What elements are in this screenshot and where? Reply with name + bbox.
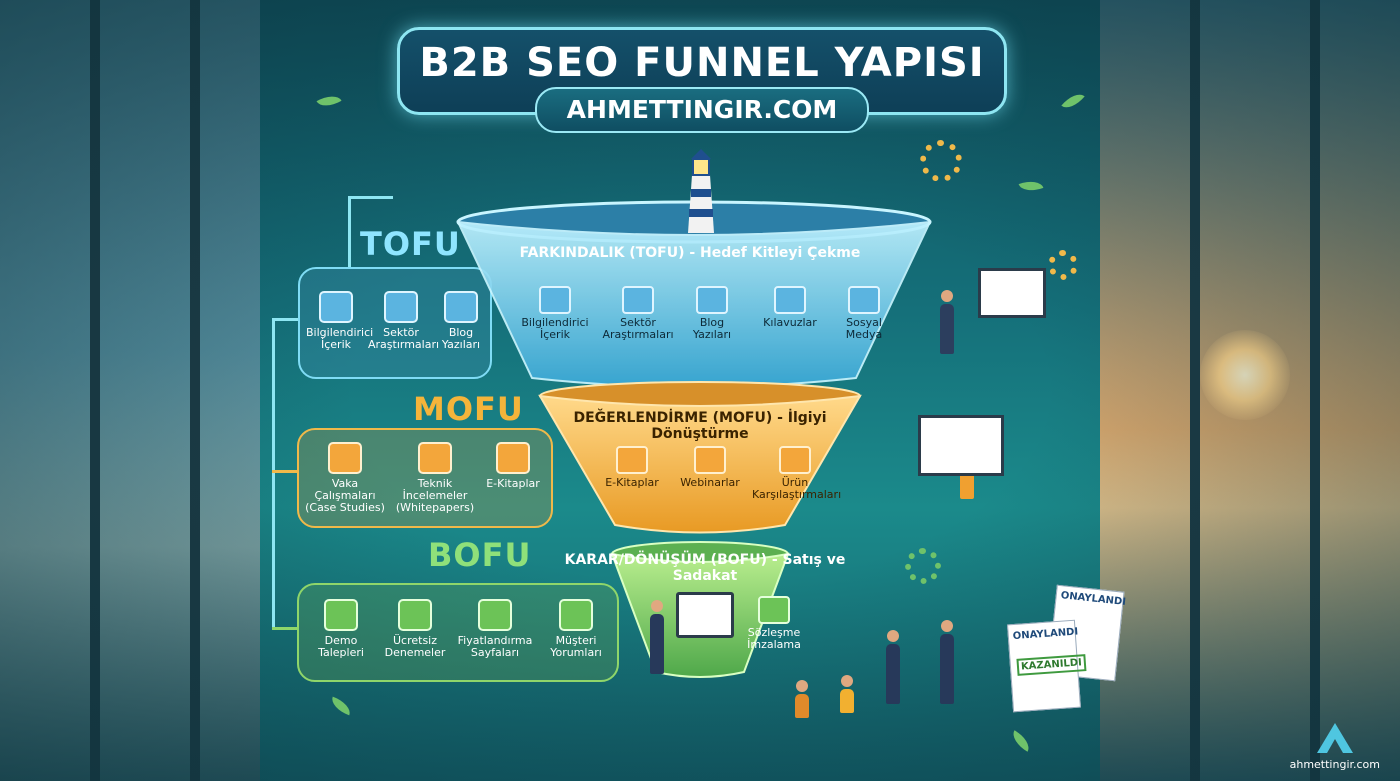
bofu-side-item: Demo Talepleri bbox=[309, 599, 373, 659]
tofu-heading: FARKINDALIK (TOFU) - Hedef Kitleyi Çekme bbox=[519, 245, 861, 261]
gear-search-icon bbox=[384, 291, 418, 323]
item-label: Bilgilendirici İçerik bbox=[306, 326, 374, 351]
item-label: Ücretsiz Denemeler bbox=[384, 634, 446, 659]
team-member-figure bbox=[795, 680, 809, 718]
brand-text: ahmettingir.com bbox=[1289, 758, 1380, 771]
connector-line bbox=[272, 318, 298, 321]
mofu-side-item: E-Kitaplar bbox=[483, 442, 543, 490]
whitepaper-icon bbox=[418, 442, 452, 474]
item-label: Blog Yazıları bbox=[441, 326, 481, 351]
pencil-paper-icon bbox=[696, 286, 728, 314]
bofu-side-item: Ücretsiz Denemeler bbox=[383, 599, 447, 659]
site-subtitle: AHMETTINGIR.COM bbox=[535, 87, 869, 133]
browser-icon bbox=[319, 291, 353, 323]
gear-icon bbox=[920, 140, 962, 182]
bofu-side-item: Müşteri Yorumları bbox=[541, 599, 611, 659]
title-panel: B2B SEO FUNNEL YAPISI bbox=[397, 27, 1007, 115]
presentation-board bbox=[676, 592, 734, 638]
pricing-list-icon bbox=[478, 599, 512, 631]
bofu-side-panel: Demo Talepleri Ücretsiz Denemeler Fiyatl… bbox=[297, 583, 619, 682]
video-screen-icon bbox=[694, 446, 726, 474]
item-label: Sektör Araştırmaları bbox=[602, 316, 674, 341]
approved-stamp: ONAYLANDI bbox=[1060, 590, 1127, 608]
bofu-side-item: Fiyatlandırma Sayfaları bbox=[455, 599, 535, 659]
item-label: Sektör Araştırmaları bbox=[368, 326, 440, 351]
connector-line bbox=[272, 627, 298, 630]
item-label: Teknik İncelemeler (Whitepapers) bbox=[395, 477, 475, 514]
presenter-figure bbox=[940, 290, 954, 354]
mofu-funnel-item: Ürün Karşılaştırmaları bbox=[752, 446, 842, 501]
magnifier-icon bbox=[622, 286, 654, 314]
item-label: Webinarlar bbox=[680, 476, 740, 489]
mofu-side-item: Vaka Çalışmaları (Case Studies) bbox=[303, 442, 387, 514]
connector-line bbox=[348, 197, 351, 267]
connector-line bbox=[348, 196, 393, 199]
presenter-figure bbox=[650, 600, 664, 674]
item-label: Ürün Karşılaştırmaları bbox=[752, 476, 842, 501]
brand-logo-icon bbox=[1316, 723, 1353, 753]
contract-sign-icon bbox=[758, 596, 790, 624]
connector-line bbox=[272, 318, 275, 628]
book-icon bbox=[539, 286, 571, 314]
handshake-figure bbox=[886, 630, 900, 704]
item-label: Blog Yazıları bbox=[692, 316, 732, 341]
item-label: Bilgilendirici İçerik bbox=[521, 316, 589, 341]
item-label: Demo Talepleri bbox=[318, 634, 364, 659]
mofu-side-item: Teknik İncelemeler (Whitepapers) bbox=[393, 442, 477, 514]
approved-document: ONAYLANDI KAZANILDI bbox=[1007, 619, 1087, 713]
tofu-funnel-item: Bilgilendirici İçerik bbox=[520, 286, 590, 341]
tofu-side-panel: Bilgilendirici İçerik Sektör Araştırmala… bbox=[298, 267, 492, 379]
connector-line bbox=[272, 470, 298, 473]
ebook-icon bbox=[496, 442, 530, 474]
tofu-side-item: Bilgilendirici İçerik bbox=[306, 291, 373, 351]
item-label: E-Kitaplar bbox=[605, 476, 659, 489]
chat-bubbles-icon bbox=[559, 599, 593, 631]
item-label: Fiyatlandırma Sayfaları bbox=[457, 634, 533, 659]
mofu-label: MOFU bbox=[413, 390, 524, 428]
tofu-funnel-item: Sosyal Medya bbox=[836, 286, 892, 341]
handshake-figure bbox=[940, 620, 954, 704]
tofu-label: TOFU bbox=[360, 225, 461, 263]
mofu-side-panel: Vaka Çalışmaları (Case Studies) Teknik İ… bbox=[297, 428, 553, 528]
bofu-label: BOFU bbox=[428, 536, 532, 574]
trend-chart-icon bbox=[779, 446, 811, 474]
share-icon bbox=[848, 286, 880, 314]
checkmark-badge-icon bbox=[398, 599, 432, 631]
tofu-funnel-item: Kılavuzlar bbox=[760, 286, 820, 329]
brand-watermark: ahmettingir.com bbox=[1290, 721, 1380, 771]
gear-icon bbox=[1048, 250, 1078, 280]
approved-stamp: ONAYLANDI bbox=[1012, 626, 1079, 643]
item-label: Sosyal Medya bbox=[845, 316, 883, 341]
team-member-figure bbox=[840, 675, 854, 713]
tofu-side-item: Sektör Araştırmaları bbox=[368, 291, 439, 351]
bofu-heading: KARAR/DÖNÜŞÜM (BOFU) - Satış ve Sadakat bbox=[564, 552, 846, 584]
document-search-icon bbox=[328, 442, 362, 474]
item-label: E-Kitaplar bbox=[486, 477, 540, 490]
writer-icon bbox=[444, 291, 478, 323]
tofu-funnel-item: Blog Yazıları bbox=[688, 286, 736, 341]
lighthouse-icon bbox=[688, 149, 714, 233]
page-title: B2B SEO FUNNEL YAPISI bbox=[419, 40, 985, 86]
item-label: Vaka Çalışmaları (Case Studies) bbox=[305, 477, 385, 514]
open-book-icon bbox=[616, 446, 648, 474]
won-stamp: KAZANILDI bbox=[1016, 654, 1087, 676]
tofu-funnel-item: Sektör Araştırmaları bbox=[600, 286, 676, 341]
item-label: Müşteri Yorumları bbox=[550, 634, 602, 659]
item-label: Kılavuzlar bbox=[763, 316, 817, 329]
gear-icon bbox=[905, 548, 941, 584]
analytics-screen bbox=[978, 268, 1046, 318]
analytics-screen bbox=[918, 415, 1004, 476]
tofu-side-item: Blog Yazıları bbox=[436, 291, 486, 351]
bofu-funnel-item: Sözleşme İmzalama bbox=[746, 596, 802, 651]
mofu-heading: DEĞERLENDİRME (MOFU) - İlgiyi Dönüştürme bbox=[573, 410, 827, 442]
mofu-funnel-item: E-Kitaplar bbox=[600, 446, 664, 489]
item-label: Sözleşme İmzalama bbox=[747, 626, 801, 651]
guide-book-icon bbox=[774, 286, 806, 314]
mofu-funnel-item: Webinarlar bbox=[676, 446, 744, 489]
demo-browser-icon bbox=[324, 599, 358, 631]
